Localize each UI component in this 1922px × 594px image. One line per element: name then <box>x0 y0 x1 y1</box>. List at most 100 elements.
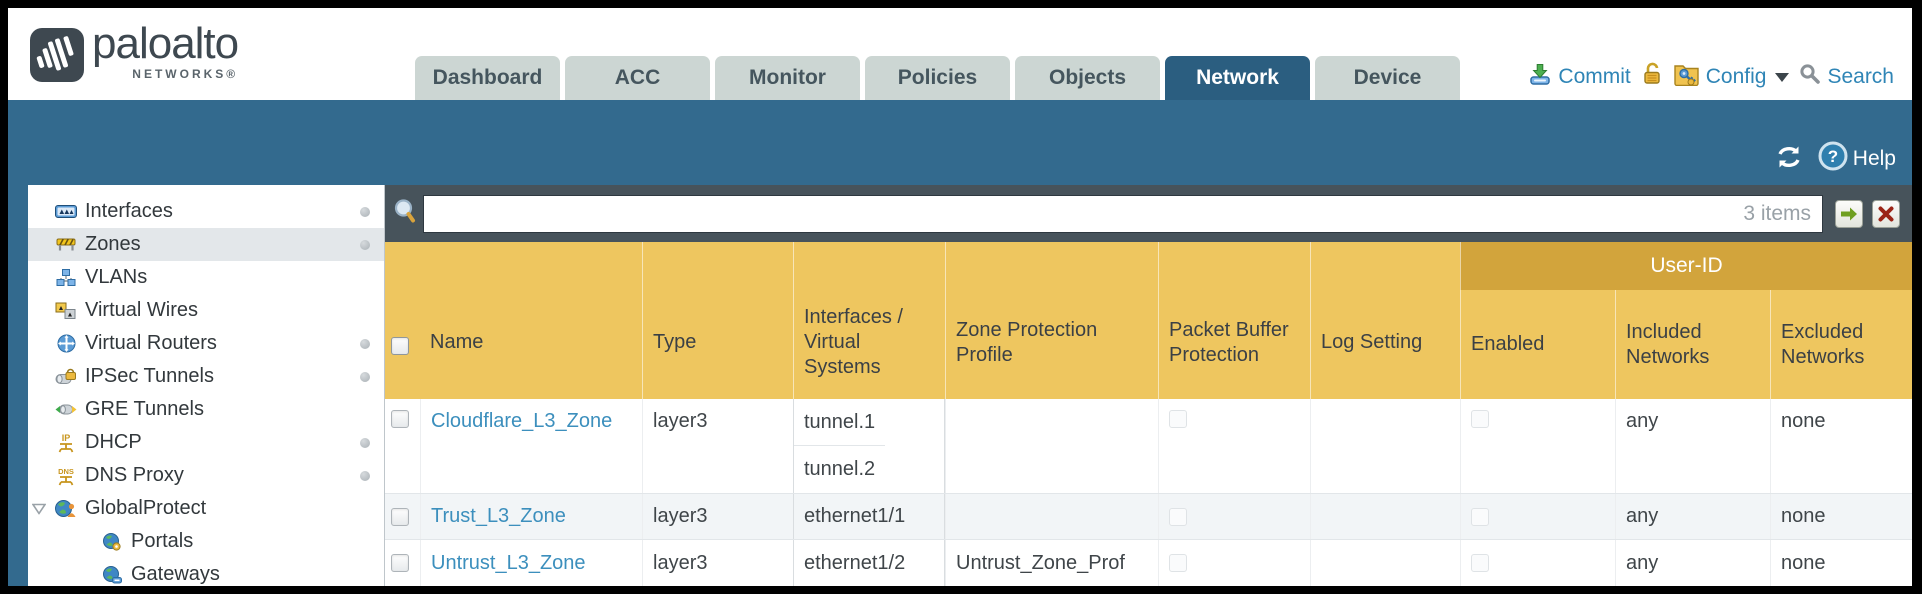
global-search-button[interactable]: Search <box>1799 63 1894 91</box>
user-id-enabled-checkbox[interactable] <box>1471 410 1489 428</box>
packet-buffer-protection-checkbox[interactable] <box>1169 507 1187 526</box>
filter-input[interactable] <box>423 194 1823 233</box>
user-id-enabled-checkbox[interactable] <box>1471 554 1489 572</box>
sidebar-item-gateways[interactable]: Gateways <box>28 558 384 586</box>
apply-filter-button[interactable] <box>1835 199 1863 228</box>
user-id-enabled-checkbox[interactable] <box>1471 507 1489 526</box>
ipsec-tunnels-icon <box>54 368 78 385</box>
tab-objects[interactable]: Objects <box>1015 56 1160 100</box>
tab-policies[interactable]: Policies <box>865 56 1010 100</box>
dhcp-icon: IP <box>54 433 78 453</box>
filter-search-icon[interactable] <box>393 198 417 229</box>
packet-buffer-protection-checkbox[interactable] <box>1169 410 1187 428</box>
vlans-icon <box>54 269 78 286</box>
status-dot <box>360 437 370 448</box>
column-header-zone-protection-profile[interactable]: Zone Protection Profile <box>945 242 1158 399</box>
svg-text:DNS: DNS <box>58 467 74 476</box>
status-dot <box>360 470 370 481</box>
status-dot <box>360 239 370 250</box>
column-header-type[interactable]: Type <box>642 242 793 399</box>
zone-type: layer3 <box>642 399 793 493</box>
brand-subtitle: NETWORKS® <box>132 67 239 81</box>
sidebar-item-dhcp[interactable]: IP DHCP <box>28 426 384 459</box>
interfaces-icon <box>54 204 78 219</box>
column-header-packet-buffer-protection[interactable]: Packet Buffer Protection <box>1158 242 1310 399</box>
zone-interfaces: tunnel.1 tunnel.2 <box>793 399 945 493</box>
sidebar-item-dns-proxy[interactable]: DNS DNS Proxy <box>28 459 384 492</box>
virtual-routers-icon <box>54 334 78 353</box>
config-menu-button[interactable]: Config <box>1673 62 1790 92</box>
sidebar-item-virtual-wires[interactable]: Virtual Wires <box>28 294 384 327</box>
row-checkbox[interactable] <box>391 554 409 572</box>
sidebar-item-portals[interactable]: Portals <box>28 525 384 558</box>
virtual-wires-icon <box>54 302 78 319</box>
zones-table-header: Name Type Interfaces / Virtual Systems Z… <box>385 242 1912 399</box>
sidebar-item-virtual-routers[interactable]: Virtual Routers <box>28 327 384 360</box>
tab-acc[interactable]: ACC <box>565 56 710 100</box>
brand-wordmark: paloalto <box>92 19 239 68</box>
zone-type: layer3 <box>642 494 793 539</box>
status-dot <box>360 206 370 217</box>
column-header-name[interactable]: Name <box>430 331 484 353</box>
top-bar: paloalto NETWORKS® Dashboard ACC Monitor… <box>8 8 1912 100</box>
zone-name-link[interactable]: Cloudflare_L3_Zone <box>431 410 613 432</box>
help-button[interactable]: ? Help <box>1818 141 1896 177</box>
column-header-excluded-networks[interactable]: Excluded Networks <box>1770 290 1912 399</box>
sidebar-item-vlans[interactable]: VLANs <box>28 261 384 294</box>
network-sidebar: Interfaces Zones VLANs Virtual Wires Vir… <box>28 185 385 586</box>
column-header-log-setting[interactable]: Log Setting <box>1310 242 1460 399</box>
sidebar-item-globalprotect[interactable]: GlobalProtect <box>28 492 384 525</box>
dns-proxy-icon: DNS <box>54 466 78 486</box>
log-setting <box>1310 540 1460 586</box>
column-header-included-networks[interactable]: Included Networks <box>1615 290 1770 399</box>
clear-filter-button[interactable] <box>1872 199 1900 228</box>
gre-tunnels-icon <box>54 402 78 417</box>
column-header-enabled[interactable]: Enabled <box>1460 290 1615 399</box>
sub-header-band: ? Help <box>8 100 1912 185</box>
expand-triangle-icon[interactable] <box>31 497 47 520</box>
refresh-button[interactable] <box>1774 144 1804 175</box>
sidebar-item-zones[interactable]: Zones <box>28 228 384 261</box>
paloalto-logo: paloalto NETWORKS® <box>30 19 239 82</box>
svg-text:IP: IP <box>62 433 71 443</box>
interface-item: tunnel.2 <box>804 458 876 480</box>
sidebar-item-interfaces[interactable]: Interfaces <box>28 195 384 228</box>
log-setting <box>1310 399 1460 493</box>
row-checkbox[interactable] <box>391 410 409 428</box>
excluded-networks: none <box>1770 399 1912 493</box>
row-checkbox[interactable] <box>391 507 409 526</box>
zone-protection-profile <box>945 494 1158 539</box>
tab-dashboard[interactable]: Dashboard <box>415 56 560 100</box>
sidebar-item-gre-tunnels[interactable]: GRE Tunnels <box>28 393 384 426</box>
table-row: Cloudflare_L3_Zone layer3 tunnel.1 tunne… <box>385 399 1912 494</box>
table-row: Untrust_L3_Zone layer3 ethernet1/2 Untru… <box>385 540 1912 586</box>
config-icon <box>1673 62 1700 92</box>
tab-device[interactable]: Device <box>1315 56 1460 100</box>
tab-network[interactable]: Network <box>1165 56 1310 100</box>
included-networks: any <box>1615 540 1770 586</box>
column-header-interfaces[interactable]: Interfaces / Virtual Systems <box>793 242 945 399</box>
included-networks: any <box>1615 399 1770 493</box>
tab-monitor[interactable]: Monitor <box>715 56 860 100</box>
app-window: paloalto NETWORKS® Dashboard ACC Monitor… <box>8 8 1912 586</box>
interface-item: tunnel.1 <box>794 399 886 446</box>
packet-buffer-protection-checkbox[interactable] <box>1169 554 1187 572</box>
zone-name-link[interactable]: Untrust_L3_Zone <box>431 551 586 574</box>
sidebar-item-ipsec-tunnels[interactable]: IPSec Tunnels <box>28 360 384 393</box>
items-count: 3 items <box>1743 201 1811 225</box>
interface-item: ethernet1/1 <box>804 505 906 527</box>
zones-icon <box>54 237 78 252</box>
select-all-checkbox[interactable] <box>391 337 409 355</box>
lock-button[interactable] <box>1641 62 1663 92</box>
zone-type: layer3 <box>642 540 793 586</box>
excluded-networks: none <box>1770 494 1912 539</box>
chevron-down-icon <box>1775 72 1790 82</box>
zone-name-link[interactable]: Trust_L3_Zone <box>431 505 566 527</box>
interface-item: ethernet1/2 <box>804 551 906 574</box>
commit-button[interactable]: Commit <box>1528 63 1631 92</box>
log-setting <box>1310 494 1460 539</box>
utility-links: Commit Config Search <box>1528 62 1894 92</box>
filter-bar: 3 items <box>385 185 1912 242</box>
excluded-networks: none <box>1770 540 1912 586</box>
